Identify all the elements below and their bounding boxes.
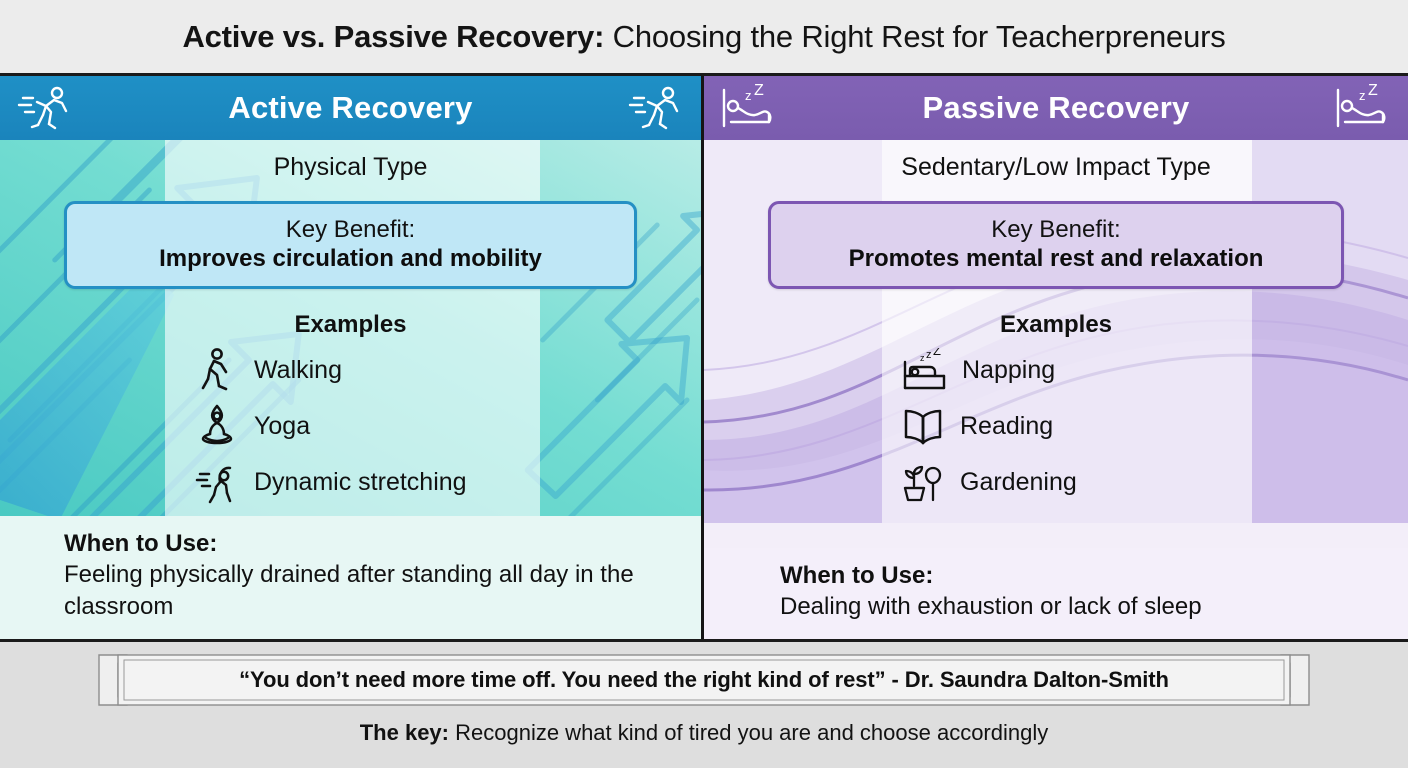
running-person-icon-right <box>611 84 701 132</box>
active-header-band: Active Recovery <box>0 76 701 140</box>
bed-sleeping-icon: z z Z <box>900 348 948 392</box>
active-example-label: Dynamic stretching <box>254 467 467 496</box>
yoga-meditation-icon <box>194 404 240 448</box>
passive-when-text: Dealing with exhaustion or lack of sleep <box>780 593 1202 621</box>
svg-text:z: z <box>1359 88 1366 103</box>
passive-key-benefit-box: Key Benefit: Promotes mental rest and re… <box>768 200 1344 290</box>
active-example-label: Yoga <box>254 411 311 440</box>
passive-header-title: Passive Recovery <box>922 90 1190 125</box>
passive-benefit-label: Key Benefit: <box>991 215 1121 243</box>
svg-text:z: z <box>745 88 752 103</box>
column-active-recovery: Active Recovery <box>0 76 704 639</box>
passive-example-label: Gardening <box>960 467 1077 496</box>
footer: “You don’t need more time off. You need … <box>0 642 1408 768</box>
potted-plant-trowel-icon <box>900 460 946 504</box>
key-takeaway-label: The key: <box>359 720 449 745</box>
active-subtype: Physical Type <box>273 153 428 181</box>
svg-text:z: z <box>926 349 932 361</box>
svg-text:Z: Z <box>754 84 764 99</box>
svg-text:z: z <box>920 353 925 363</box>
passive-examples-title: Examples <box>999 311 1113 339</box>
active-benefit-value: Improves circulation and mobility <box>159 244 542 272</box>
list-item: Walking <box>194 347 701 393</box>
passive-example-label: Napping <box>962 355 1056 384</box>
active-examples-list: Walking <box>0 347 701 505</box>
list-item: Gardening <box>900 459 1408 505</box>
column-passive-recovery: z Z Passive Recovery z Z <box>704 76 1408 639</box>
list-item: z z Z Napping <box>900 347 1408 393</box>
passive-subtype: Sedentary/Low Impact Type <box>901 153 1211 181</box>
passive-body: Sedentary/Low Impact Type Key Benefit: P… <box>704 140 1408 639</box>
svg-text:Z: Z <box>933 348 941 358</box>
active-when-label: When to Use: <box>64 530 218 557</box>
passive-example-label: Reading <box>960 411 1054 440</box>
passive-when-to-use: When to Use: Dealing with exhaustion or … <box>704 547 1408 639</box>
active-content: Physical Type Key Benefit: Improves circ… <box>0 140 701 639</box>
page-title: Active vs. Passive Recovery: Choosing th… <box>182 19 1225 55</box>
svg-text:Z: Z <box>1368 84 1378 99</box>
page-title-bar: Active vs. Passive Recovery: Choosing th… <box>0 0 1408 76</box>
passive-content: Sedentary/Low Impact Type Key Benefit: P… <box>704 140 1408 639</box>
page-title-bold: Active vs. Passive Recovery: <box>182 18 605 54</box>
quote-text: “You don’t need more time off. You need … <box>239 667 1169 692</box>
page-title-rest: Choosing the Right Rest for Teacherprene… <box>604 18 1226 54</box>
active-key-benefit-box: Key Benefit: Improves circulation and mo… <box>64 200 637 290</box>
active-body: Physical Type Key Benefit: Improves circ… <box>0 140 701 639</box>
passive-when-label: When to Use: <box>780 561 934 589</box>
active-example-label: Walking <box>254 355 342 384</box>
quote-banner-frame <box>98 654 1310 706</box>
key-takeaway-line: The key: Recognize what kind of tired yo… <box>360 720 1049 746</box>
active-when-text: Feeling physically drained after standin… <box>64 561 634 621</box>
open-book-icon <box>900 406 946 446</box>
active-examples-title: Examples <box>294 311 407 339</box>
passive-header-band: z Z Passive Recovery z Z <box>704 76 1408 140</box>
active-header-title: Active Recovery <box>228 90 473 125</box>
list-item: Dynamic stretching <box>194 459 701 505</box>
running-person-icon <box>0 84 90 132</box>
list-item: Yoga <box>194 403 701 449</box>
stretching-person-icon <box>194 460 240 504</box>
list-item: Reading <box>900 403 1408 449</box>
passive-examples-list: z z Z Napping <box>704 347 1408 505</box>
active-when-to-use: When to Use: Feeling physically drained … <box>0 516 701 639</box>
walking-person-icon <box>194 348 240 392</box>
reclining-person-sleeping-icon-right: z Z <box>1318 84 1408 132</box>
reclining-person-sleeping-icon: z Z <box>704 84 794 132</box>
key-takeaway-text: Recognize what kind of tired you are and… <box>449 720 1049 745</box>
active-benefit-label: Key Benefit: <box>285 215 416 243</box>
quote-banner: “You don’t need more time off. You need … <box>98 654 1310 706</box>
passive-benefit-value: Promotes mental rest and relaxation <box>848 244 1264 272</box>
comparison-columns: Active Recovery <box>0 76 1408 642</box>
